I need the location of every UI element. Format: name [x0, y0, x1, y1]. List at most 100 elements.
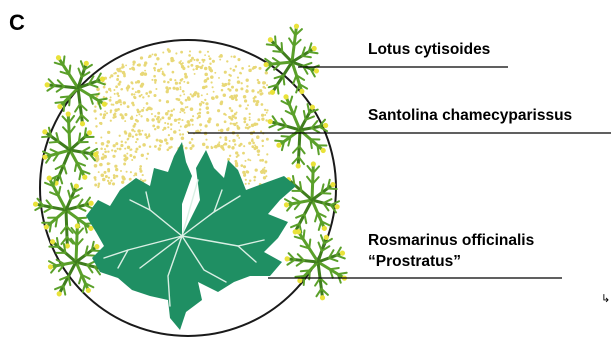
santolina-dot: [128, 132, 131, 135]
santolina-dot: [138, 81, 140, 83]
santolina-dot: [186, 120, 190, 124]
santolina-dot: [115, 85, 118, 88]
santolina-dot: [245, 107, 248, 110]
santolina-dot: [117, 100, 120, 103]
santolina-dot: [173, 87, 176, 90]
santolina-dot: [135, 119, 138, 122]
santolina-dot: [245, 160, 247, 162]
santolina-dot: [198, 66, 200, 68]
santolina-dot: [180, 126, 182, 128]
santolina-dot: [117, 75, 120, 78]
santolina-dot: [142, 96, 144, 98]
santolina-dot: [173, 130, 177, 134]
santolina-dot: [135, 81, 137, 83]
santolina-dot: [107, 140, 111, 144]
santolina-dot: [117, 148, 119, 150]
santolina-dot: [112, 182, 115, 185]
santolina-dot: [115, 168, 118, 171]
santolina-dot: [253, 176, 256, 179]
santolina-dot: [129, 178, 132, 181]
santolina-dot: [116, 92, 119, 95]
santolina-dot: [134, 96, 137, 99]
santolina-dot: [153, 94, 156, 97]
santolina-dot: [167, 81, 170, 84]
santolina-dot: [166, 142, 169, 145]
santolina-dot: [190, 64, 193, 67]
santolina-dot: [139, 165, 142, 168]
santolina-dot: [105, 91, 108, 94]
santolina-dot: [262, 86, 265, 89]
santolina-dot: [181, 136, 185, 140]
santolina-dot: [236, 122, 238, 124]
santolina-dot: [187, 66, 189, 68]
santolina-dot: [124, 113, 127, 116]
santolina-dot: [162, 51, 164, 53]
santolina-dot: [264, 170, 267, 173]
label-lotus-cytisoides: Lotus cytisoides: [368, 40, 490, 60]
santolina-dot: [195, 65, 197, 67]
santolina-dot: [153, 67, 156, 70]
santolina-dot: [181, 119, 183, 121]
label-santolina-chamecyparissus: Santolina chamecyparissus: [368, 106, 572, 126]
santolina-dot: [166, 101, 168, 103]
santolina-dot: [244, 99, 247, 102]
santolina-dot: [261, 103, 264, 106]
santolina-dot: [227, 88, 229, 90]
santolina-dot: [249, 119, 251, 121]
santolina-dot: [161, 116, 164, 119]
santolina-dot: [174, 79, 176, 81]
santolina-dot: [225, 114, 227, 116]
santolina-dot: [144, 133, 147, 136]
santolina-dot: [130, 148, 132, 150]
santolina-dot: [193, 59, 195, 61]
santolina-dot: [228, 74, 230, 76]
santolina-dot: [210, 75, 214, 79]
santolina-dot: [202, 102, 204, 104]
santolina-dot: [180, 79, 182, 81]
santolina-dot: [234, 143, 236, 145]
santolina-dot: [117, 95, 119, 97]
santolina-dot: [167, 123, 169, 125]
santolina-dot: [122, 64, 124, 66]
santolina-dot: [114, 150, 117, 153]
santolina-dot: [262, 145, 264, 147]
santolina-dot: [239, 104, 242, 107]
santolina-dot: [231, 86, 234, 89]
santolina-dot: [136, 115, 138, 117]
santolina-dot: [117, 108, 120, 111]
santolina-dot: [107, 131, 110, 134]
santolina-dot: [260, 171, 262, 173]
santolina-dot: [146, 109, 149, 112]
santolina-dot: [261, 117, 264, 120]
santolina-dot: [114, 165, 117, 168]
santolina-dot: [178, 118, 181, 121]
santolina-dot: [120, 103, 122, 105]
label-rosmarinus-officinalis: Rosmarinus officinalis: [368, 231, 534, 251]
santolina-dot: [140, 133, 142, 135]
santolina-dot: [266, 138, 269, 141]
santolina-dot: [117, 69, 120, 72]
santolina-dot: [229, 107, 232, 110]
santolina-dot: [202, 65, 204, 67]
santolina-dot: [108, 182, 111, 185]
santolina-dot: [202, 143, 205, 146]
santolina-dot: [232, 69, 235, 72]
santolina-dot: [259, 89, 262, 92]
santolina-dot: [199, 62, 201, 64]
santolina-dot: [133, 156, 136, 159]
santolina-dot: [248, 142, 251, 145]
lotus-sprig: [276, 217, 357, 308]
santolina-dot: [211, 81, 213, 83]
santolina-dot: [256, 123, 259, 126]
santolina-dot: [251, 89, 254, 92]
santolina-dot: [219, 59, 221, 61]
santolina-dot: [256, 100, 259, 103]
santolina-dot: [265, 71, 268, 74]
santolina-dot: [140, 73, 143, 76]
santolina-dot: [182, 62, 184, 64]
santolina-dot: [121, 140, 123, 142]
santolina-dot: [138, 63, 141, 66]
santolina-dot: [184, 125, 187, 128]
santolina-dot: [120, 170, 122, 172]
santolina-dot: [151, 79, 153, 81]
